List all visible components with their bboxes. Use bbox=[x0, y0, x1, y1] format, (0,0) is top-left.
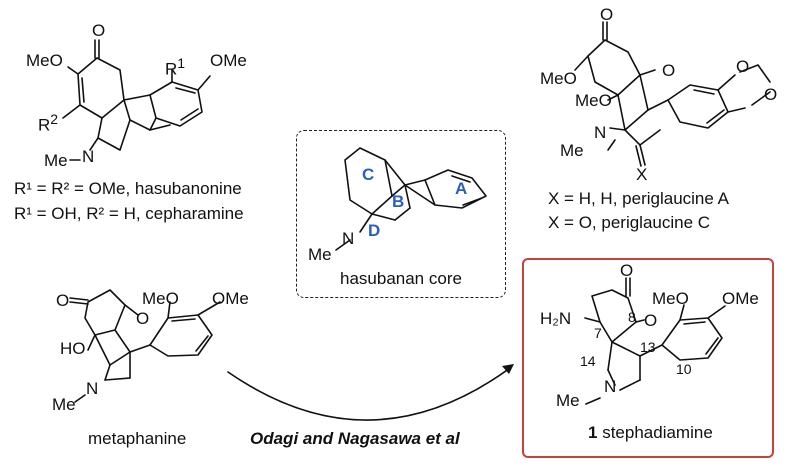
hasubanonine-oxo: O bbox=[92, 21, 106, 40]
hasubanonine-bonds bbox=[62, 39, 211, 161]
stephadiamine-o-lactone: O bbox=[644, 311, 658, 330]
stephadiamine-c8: 8 bbox=[628, 309, 636, 325]
core-me: Me bbox=[308, 245, 332, 264]
hasubanonine-ome-left: MeO bbox=[26, 51, 63, 70]
reaction-arrow-caption: Odagi and Nagasawa et al bbox=[250, 429, 460, 448]
hasubanonine-me: Me bbox=[44, 151, 68, 170]
core-caption: hasubanan core bbox=[340, 269, 462, 288]
periglaucine-caption-1: X = H, H, periglaucine A bbox=[548, 189, 729, 208]
stephadiamine-oxo: O bbox=[620, 261, 634, 280]
reaction-arrow-head bbox=[502, 364, 514, 374]
hasubanonine-caption-2: R¹ = OH, R² = H, cepharamine bbox=[14, 204, 244, 223]
stephadiamine-ome-left: MeO bbox=[652, 289, 689, 308]
periglaucine-dioxole-o1: O bbox=[736, 57, 750, 76]
stephadiamine-h2n: H₂N bbox=[540, 309, 572, 328]
hasubanonine-caption-1: R¹ = R² = OMe, hasubanonine bbox=[14, 179, 242, 198]
metaphanine-me: Me bbox=[52, 395, 76, 414]
metaphanine-ho: HO bbox=[60, 339, 86, 358]
stephadiamine-caption: 1 stephadiamine bbox=[588, 424, 713, 441]
periglaucine-oxo: O bbox=[600, 5, 614, 24]
stephadiamine-n: N bbox=[604, 377, 617, 396]
ring-c-label: C bbox=[362, 165, 375, 184]
periglaucine-x: X bbox=[636, 165, 648, 184]
stephadiamine-c7: 7 bbox=[594, 325, 602, 341]
stephadiamine-bonds bbox=[584, 277, 726, 405]
periglaucine-n: N bbox=[594, 123, 607, 142]
stephadiamine-number: 1 bbox=[588, 423, 598, 442]
stephadiamine-box bbox=[522, 258, 774, 458]
periglaucine-me: Me bbox=[560, 141, 584, 160]
periglaucine-ome1: MeO bbox=[540, 69, 577, 88]
metaphanine-caption: metaphanine bbox=[88, 429, 187, 448]
core-n: N bbox=[342, 229, 355, 248]
periglaucine-ome2: MeO bbox=[575, 91, 612, 110]
hasubanonine-r1: R1 bbox=[165, 55, 186, 79]
metaphanine-o-bridge: O bbox=[136, 309, 150, 328]
periglaucine-bonds bbox=[574, 21, 771, 167]
periglaucine-caption-2: X = O, periglaucine C bbox=[548, 213, 711, 232]
periglaucine-o-bridge: O bbox=[662, 61, 676, 80]
hasubanonine-n: N bbox=[82, 147, 95, 166]
metaphanine-bonds bbox=[69, 289, 221, 403]
metaphanine-oxo: O bbox=[56, 291, 70, 310]
reaction-arrow-path bbox=[227, 367, 511, 421]
stephadiamine-c10: 10 bbox=[676, 361, 692, 377]
periglaucine-dioxole-o2: O bbox=[764, 85, 778, 104]
stephadiamine-c13: 13 bbox=[640, 339, 656, 355]
ring-a-label: A bbox=[455, 179, 468, 198]
hasubanonine-r2: R2 bbox=[38, 111, 59, 135]
ring-d-label: D bbox=[368, 221, 381, 240]
stephadiamine-name: stephadiamine bbox=[602, 423, 713, 442]
stephadiamine-ome-right: OMe bbox=[722, 289, 759, 308]
metaphanine-ome-left: MeO bbox=[142, 289, 179, 308]
hasubanan-core-box bbox=[296, 130, 506, 298]
core-bonds bbox=[335, 147, 487, 251]
stephadiamine-me: Me bbox=[556, 391, 580, 410]
stephadiamine-c14: 14 bbox=[580, 353, 596, 369]
hasubanonine-ome-right: OMe bbox=[210, 51, 247, 70]
metaphanine-n: N bbox=[86, 379, 99, 398]
ring-b-label: B bbox=[392, 192, 405, 211]
metaphanine-ome-right: OMe bbox=[212, 289, 249, 308]
